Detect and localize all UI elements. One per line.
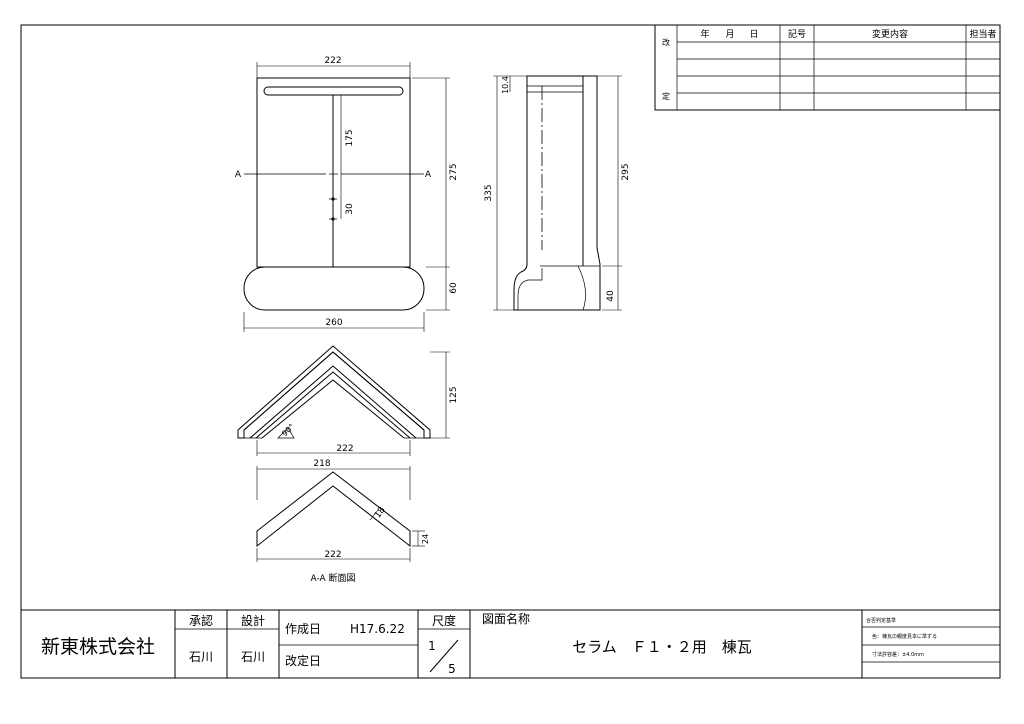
dim-base-width: 260 — [325, 318, 342, 328]
company-name: 新東株式会社 — [41, 636, 155, 658]
criteria-color: 色：棟瓦の親度見本に準ずる — [872, 633, 937, 640]
revised-label: 改定日 — [285, 653, 321, 668]
dim-sec-top-width: 218 — [313, 459, 330, 469]
created-value: H17.6.22 — [350, 622, 405, 636]
dim-front-height: 275 — [449, 163, 459, 180]
dim-base-height: 60 — [449, 282, 459, 294]
drawing-name-label: 図面名称 — [482, 611, 530, 626]
side-view: 10.4 335 295 40 — [484, 75, 631, 311]
front-view: A A 175 30 222 275 60 260 — [235, 56, 459, 332]
criteria-title: 合否判定基準 — [866, 617, 896, 624]
dim-hole-pos: 175 — [345, 129, 355, 146]
approve-name: 石川 — [189, 650, 213, 664]
dim-sec-width: 222 — [324, 550, 341, 560]
rev-col-content: 変更内容 — [872, 28, 908, 40]
dim-front-width: 222 — [324, 56, 341, 66]
design-name: 石川 — [241, 650, 265, 664]
dim-sec-edge: 24 — [421, 534, 430, 544]
rev-col-symbol: 記号 — [788, 28, 806, 40]
dim-side-total: 335 — [484, 184, 494, 201]
criteria-tolerance: 寸法許容差：±4.0mm — [872, 651, 924, 658]
rev-col-year: 年 — [700, 28, 709, 40]
section-mark-right: A — [425, 170, 432, 180]
scale-numerator: 1 — [428, 639, 436, 653]
dim-sec-thickness: 18 — [373, 505, 388, 520]
rev-col-day: 日 — [749, 29, 758, 40]
dim-side-height: 295 — [621, 163, 631, 180]
title-block: 新東株式会社 承認 石川 設計 石川 作成日 H17.6.22 改定日 尺度 1… — [21, 609, 1000, 678]
section-aa: 218 18 24 222 A-A 断面図 — [256, 459, 430, 584]
sheet-border — [20, 24, 1001, 679]
dim-end-width: 222 — [336, 444, 353, 454]
dim-hole-pitch: 30 — [345, 203, 355, 215]
revision-table: 改 定 年 月 日 記号 変更内容 担当者 — [654, 24, 1001, 111]
dim-end-height: 125 — [449, 386, 459, 403]
scale-slash — [429, 639, 459, 673]
rev-col-person: 担当者 — [969, 28, 996, 40]
rev-kai-label: 改 — [662, 37, 670, 47]
created-label: 作成日 — [285, 622, 321, 636]
dim-end-angle: 90° — [280, 422, 296, 438]
drawing-name: セラム Ｆ１・２用 棟瓦 — [572, 638, 752, 656]
section-mark-left: A — [235, 170, 242, 180]
section-caption: A-A 断面図 — [310, 572, 355, 584]
end-view: 90° 125 222 — [237, 345, 459, 456]
dim-side-top: 10.4 — [501, 76, 510, 94]
scale-label: 尺度 — [432, 613, 456, 628]
design-label: 設計 — [241, 613, 265, 628]
rev-col-month: 月 — [725, 29, 734, 40]
approve-label: 承認 — [189, 613, 213, 628]
dim-side-base: 40 — [606, 290, 616, 302]
scale-denominator: 5 — [448, 662, 456, 676]
rev-tei-label: 定 — [662, 91, 670, 101]
